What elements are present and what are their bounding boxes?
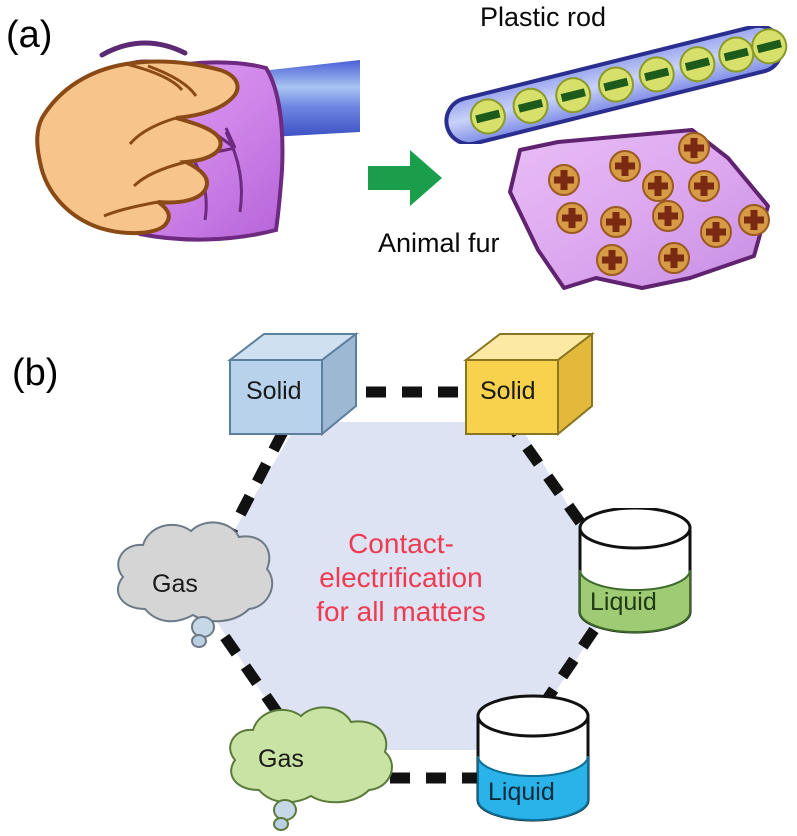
rubbing-illustration [30,20,360,280]
node-gas-green[interactable] [215,700,405,836]
edge-gas-gray-to-solid-blue [219,419,293,549]
hexagon-background [198,422,620,750]
positive-charge-group [548,132,770,276]
plastic-rod-label: Plastic rod [480,2,607,32]
node-solid-blue[interactable] [222,330,362,453]
green-right-arrow-icon [366,146,444,215]
animal-fur-label: Animal fur [378,228,500,258]
node-liquid-blue[interactable] [470,694,596,831]
panel-b-label: (b) [12,352,59,394]
hand-shape [35,59,240,236]
edge-gas-green-to-gas-gray [215,626,303,746]
node-liquid-green[interactable] [572,506,698,643]
edge-solid-yellow-to-liquid-green [501,414,595,540]
charged-plastic-rod [436,23,792,149]
fur-sheet-shape [508,128,770,290]
center-caption: Contact- electrification for all matters [316,528,486,627]
negative-charge-group [469,28,788,135]
node-solid-yellow[interactable] [458,330,598,453]
node-gas-gray[interactable] [105,515,275,660]
panel-a-label: (a) [6,14,53,56]
charged-animal-fur [492,128,792,301]
